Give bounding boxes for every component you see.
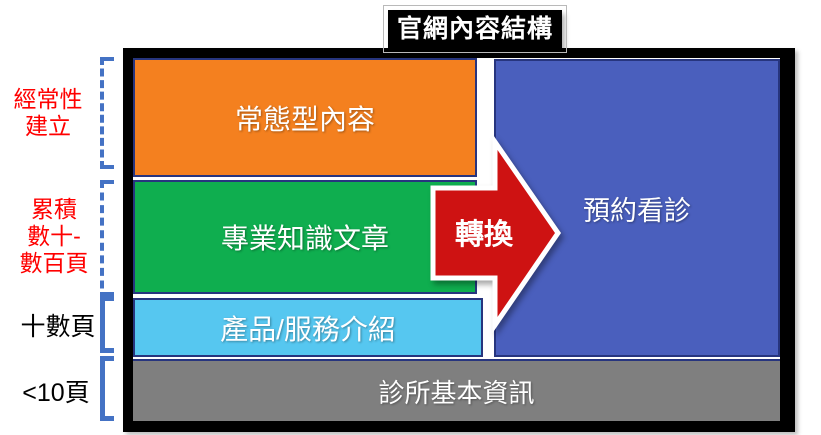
box-appointment-label: 預約看診 bbox=[583, 195, 691, 226]
label-dozen-pages: 十數頁 bbox=[20, 313, 96, 341]
bracket-clinic-info bbox=[100, 356, 114, 421]
label-under-ten-pages: <10頁 bbox=[22, 379, 90, 407]
label-regularly-built: 經常性 建立 bbox=[13, 86, 83, 140]
box-regular-content: 常態型內容 bbox=[133, 58, 477, 177]
bracket-knowledge-articles bbox=[100, 180, 114, 301]
box-regular-content-label: 常態型內容 bbox=[234, 103, 375, 135]
box-knowledge-articles-label: 專業知識文章 bbox=[220, 223, 389, 254]
bracket-regular-content bbox=[100, 57, 114, 169]
box-product-service-label: 產品/服務介紹 bbox=[220, 313, 396, 345]
box-product-service: 產品/服務介紹 bbox=[133, 298, 483, 357]
label-accumulate-pages: 累積 數十- 數百頁 bbox=[19, 196, 89, 277]
box-clinic-info-label: 診所基本資訊 bbox=[378, 377, 535, 408]
conversion-arrow-icon bbox=[430, 134, 562, 334]
box-knowledge-articles: 專業知識文章 bbox=[133, 180, 477, 294]
conversion-arrow-label: 轉換 bbox=[454, 219, 513, 251]
conversion-arrow-shape bbox=[430, 134, 562, 334]
diagram-title: 官網內容結構 bbox=[383, 5, 567, 53]
box-clinic-info: 診所基本資訊 bbox=[133, 359, 780, 421]
bracket-product-service bbox=[100, 292, 114, 353]
